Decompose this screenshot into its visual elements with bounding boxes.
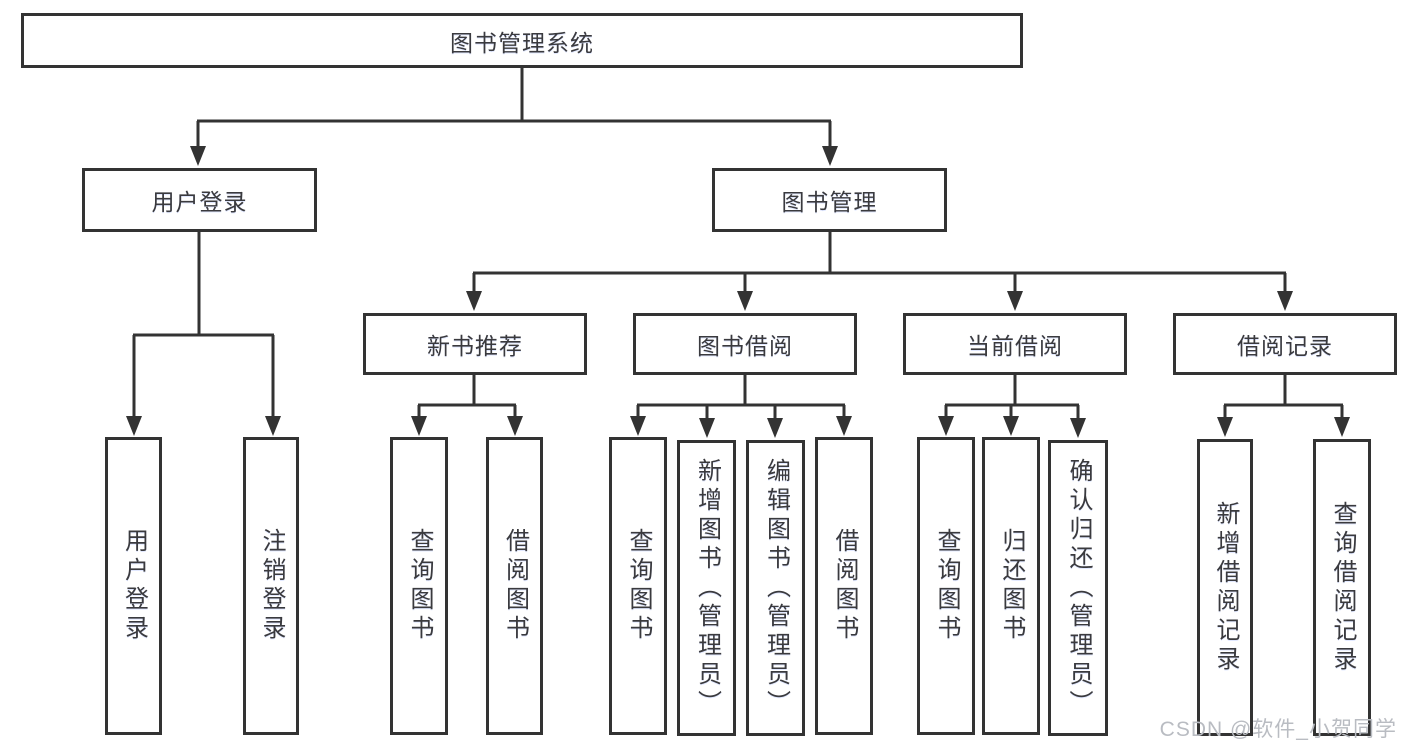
leaf-query-borrow-record: 查询借阅记录 — [1313, 439, 1371, 736]
leaf-query-book-borrow: 查询图书 — [609, 437, 667, 735]
node-label: 查询图书 — [933, 528, 960, 644]
watermark: CSDN @软件_小贺同学 — [1159, 718, 1397, 741]
leaf-return-book: 归还图书 — [982, 437, 1040, 735]
leaf-add-borrow-record: 新增借阅记录 — [1197, 439, 1253, 736]
leaf-borrow-book: 借阅图书 — [815, 437, 873, 735]
node-label: 借阅图书 — [831, 528, 858, 644]
leaf-edit-book-admin: 编辑图书（管理员） — [746, 440, 805, 736]
node-library-management-system: 图书管理系统 — [21, 13, 1023, 68]
node-label: 查询借阅记录 — [1329, 500, 1356, 675]
node-label: 注销登录 — [258, 528, 285, 644]
tree-edges — [132, 68, 1344, 424]
leaf-borrow-book-recommend: 借阅图书 — [486, 437, 543, 735]
node-borrow-record: 借阅记录 — [1173, 313, 1397, 375]
node-label: 图书管理系统 — [450, 29, 594, 56]
node-label: 查询图书 — [625, 528, 652, 644]
node-book-borrow: 图书借阅 — [633, 313, 857, 375]
node-new-book-recommend: 新书推荐 — [363, 313, 587, 375]
leaf-confirm-return-admin: 确认归还（管理员） — [1048, 440, 1108, 736]
leaf-query-book-current: 查询图书 — [917, 437, 975, 735]
leaf-logout: 注销登录 — [243, 437, 299, 735]
leaf-add-book-admin: 新增图书（管理员） — [677, 440, 736, 736]
node-label: 图书管理 — [781, 189, 878, 215]
arrowheads — [126, 146, 1350, 438]
leaf-user-login: 用户登录 — [105, 437, 162, 735]
node-label: 借阅记录 — [1237, 333, 1333, 359]
node-label: 确认归还（管理员） — [1065, 457, 1092, 719]
node-label: 新增借阅记录 — [1212, 500, 1239, 675]
node-label: 用户登录 — [120, 528, 148, 644]
node-label: 归还图书 — [998, 528, 1025, 644]
node-label: 新书推荐 — [427, 333, 523, 359]
node-label: 借阅图书 — [501, 528, 529, 644]
node-label: 当前借阅 — [967, 333, 1063, 359]
node-label: 编辑图书（管理员） — [762, 457, 790, 719]
node-label: 用户登录 — [151, 189, 248, 215]
node-book-management: 图书管理 — [712, 168, 947, 232]
leaf-query-book-recommend: 查询图书 — [390, 437, 448, 735]
node-label: 查询图书 — [406, 528, 433, 644]
node-label: 新增图书（管理员） — [693, 457, 721, 719]
node-current-borrow: 当前借阅 — [903, 313, 1127, 375]
node-user-login: 用户登录 — [82, 168, 317, 232]
node-label: 图书借阅 — [697, 333, 793, 359]
